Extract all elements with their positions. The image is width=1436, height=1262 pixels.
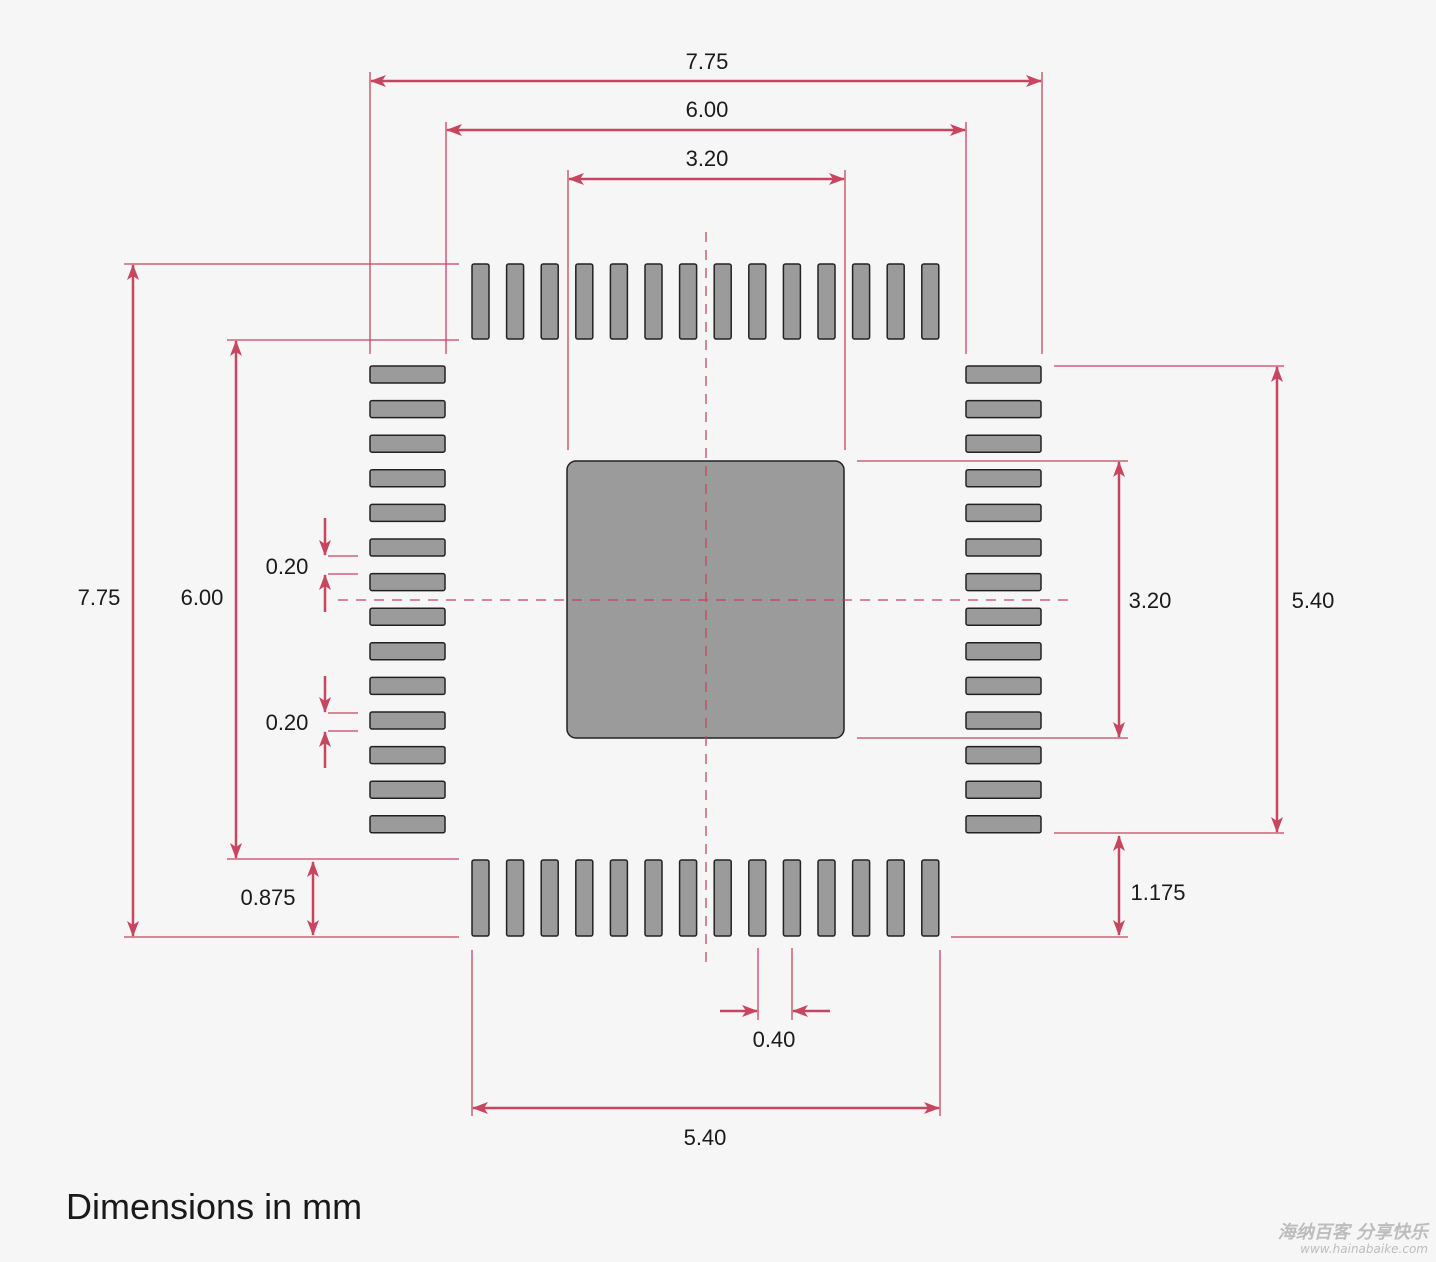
label-top-overall: 7.75 [686,49,729,74]
label-pad-gap-upper: 0.20 [266,554,309,579]
pad-left [369,538,446,557]
label-pitch: 0.40 [753,1027,796,1052]
pad-bottom [609,859,629,937]
pad-top [505,263,525,340]
label-left-overall: 7.75 [78,585,121,610]
pad-top [748,263,767,340]
label-right-thermal: 3.20 [1129,588,1172,613]
pad-left [369,503,446,523]
pad-bottom [886,859,905,937]
pad-bottom [713,859,732,937]
pad-top [678,263,698,340]
pad-bottom [575,859,594,937]
label-right-pad-span: 5.40 [1292,588,1335,613]
pad-bottom [505,859,525,937]
pads-left-column [369,365,446,834]
pad-bottom [748,859,767,937]
pad-top [921,263,940,340]
pad-top [644,263,663,340]
pad-left [369,642,446,661]
pad-left [369,572,446,592]
pads-top-row [471,263,940,340]
pad-right [965,538,1042,557]
watermark-line-1: 海纳百客 分享快乐 [1277,1222,1428,1244]
pad-left [369,676,446,696]
pad-left [369,469,446,488]
pads-bottom-row [471,859,940,937]
pad-bottom [678,859,698,937]
pad-right [965,399,1042,419]
pad-bottom [851,859,871,937]
pad-left [369,745,446,765]
pad-left [369,607,446,626]
pad-bottom [817,859,836,937]
pad-top [782,263,802,340]
pad-bottom [782,859,802,937]
pad-right [965,815,1042,834]
pad-right [965,642,1042,661]
pad-left [369,399,446,419]
pad-left [369,711,446,730]
pad-right [965,503,1042,523]
pad-top [609,263,629,340]
pad-top [886,263,905,340]
pad-right [965,572,1042,592]
pad-left [369,780,446,799]
pad-left [369,815,446,834]
extension-lines [124,72,1284,1116]
label-top-inner: 6.00 [686,97,729,122]
pad-top [817,263,836,340]
dimension-lines [127,75,1283,1114]
pad-bottom [921,859,940,937]
pad-right [965,711,1042,730]
label-bottom-pad-span: 5.40 [684,1125,727,1150]
pad-bottom [471,859,490,937]
label-left-bottom-offset: 0.875 [240,885,295,910]
caption: Dimensions in mm [66,1186,363,1227]
pad-top [713,263,732,340]
label-top-thermal: 3.20 [686,146,729,171]
pad-right [965,365,1042,384]
pad-top [471,263,490,340]
label-pad-gap-lower: 0.20 [266,710,309,735]
pads-right-column [965,365,1042,834]
pad-left [369,434,446,453]
center-lines [338,232,1075,968]
watermark: 海纳百客 分享快乐 www.hainabaike.com [1278,1223,1428,1256]
pad-top [575,263,594,340]
pad-bottom [644,859,663,937]
pad-right [965,780,1042,799]
pad-right [965,676,1042,696]
pad-top [851,263,871,340]
pad-right [965,469,1042,488]
pad-left [369,365,446,384]
label-left-inner: 6.00 [181,585,224,610]
pad-right [965,607,1042,626]
pad-bottom [540,859,559,937]
dimension-labels: 7.75 6.00 3.20 7.75 6.00 0.20 0.20 0.875… [78,49,1335,1150]
label-right-bottom-offset: 1.175 [1130,880,1185,905]
pad-right [965,434,1042,453]
pad-right [965,745,1042,765]
pad-top [540,263,559,340]
watermark-line-2: www.hainabaike.com [1300,1241,1428,1256]
